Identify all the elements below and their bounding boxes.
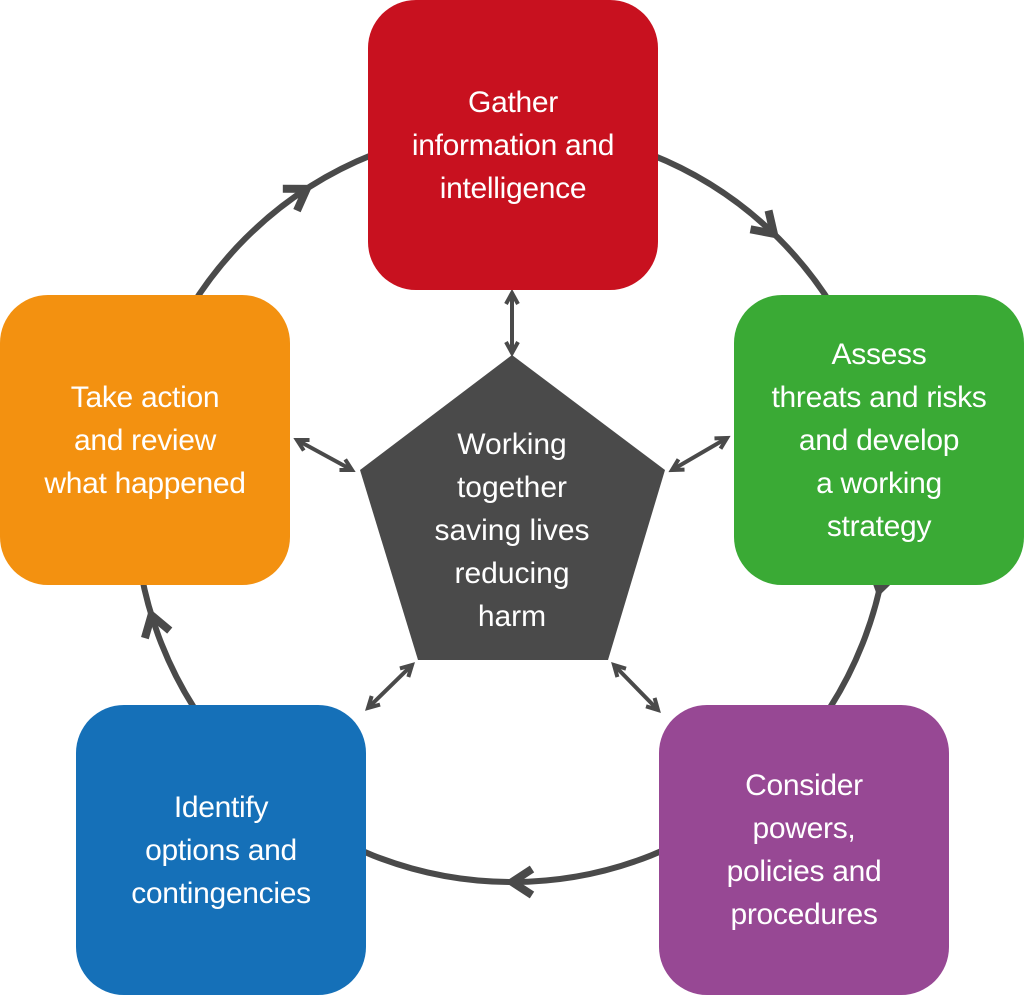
cycle-arrowhead-icon bbox=[141, 608, 173, 640]
double-arrow-icon bbox=[504, 288, 520, 358]
double-arrow-icon bbox=[293, 438, 356, 472]
center-label: Working together saving lives reducing h… bbox=[434, 427, 590, 633]
spoke-arrows bbox=[293, 288, 731, 713]
cycle-arrowhead-icon bbox=[282, 184, 313, 213]
step-gather-information: Gather information and intelligence bbox=[368, 0, 658, 290]
center-pentagon bbox=[360, 355, 665, 660]
step-consider-powers: Consider powers, policies and procedures bbox=[659, 705, 949, 995]
step-assess-threats: Assess threats and risks and develop a w… bbox=[734, 295, 1024, 585]
cycle-arrowhead-icon bbox=[749, 209, 780, 239]
cycle-arrowhead-icon bbox=[504, 865, 535, 899]
step-take-action: Take action and review what happened bbox=[0, 295, 290, 585]
step-identify-options: Identify options and contingencies bbox=[76, 705, 366, 995]
double-arrow-icon bbox=[611, 662, 661, 713]
double-arrow-icon bbox=[365, 662, 415, 711]
double-arrow-icon bbox=[668, 435, 731, 473]
